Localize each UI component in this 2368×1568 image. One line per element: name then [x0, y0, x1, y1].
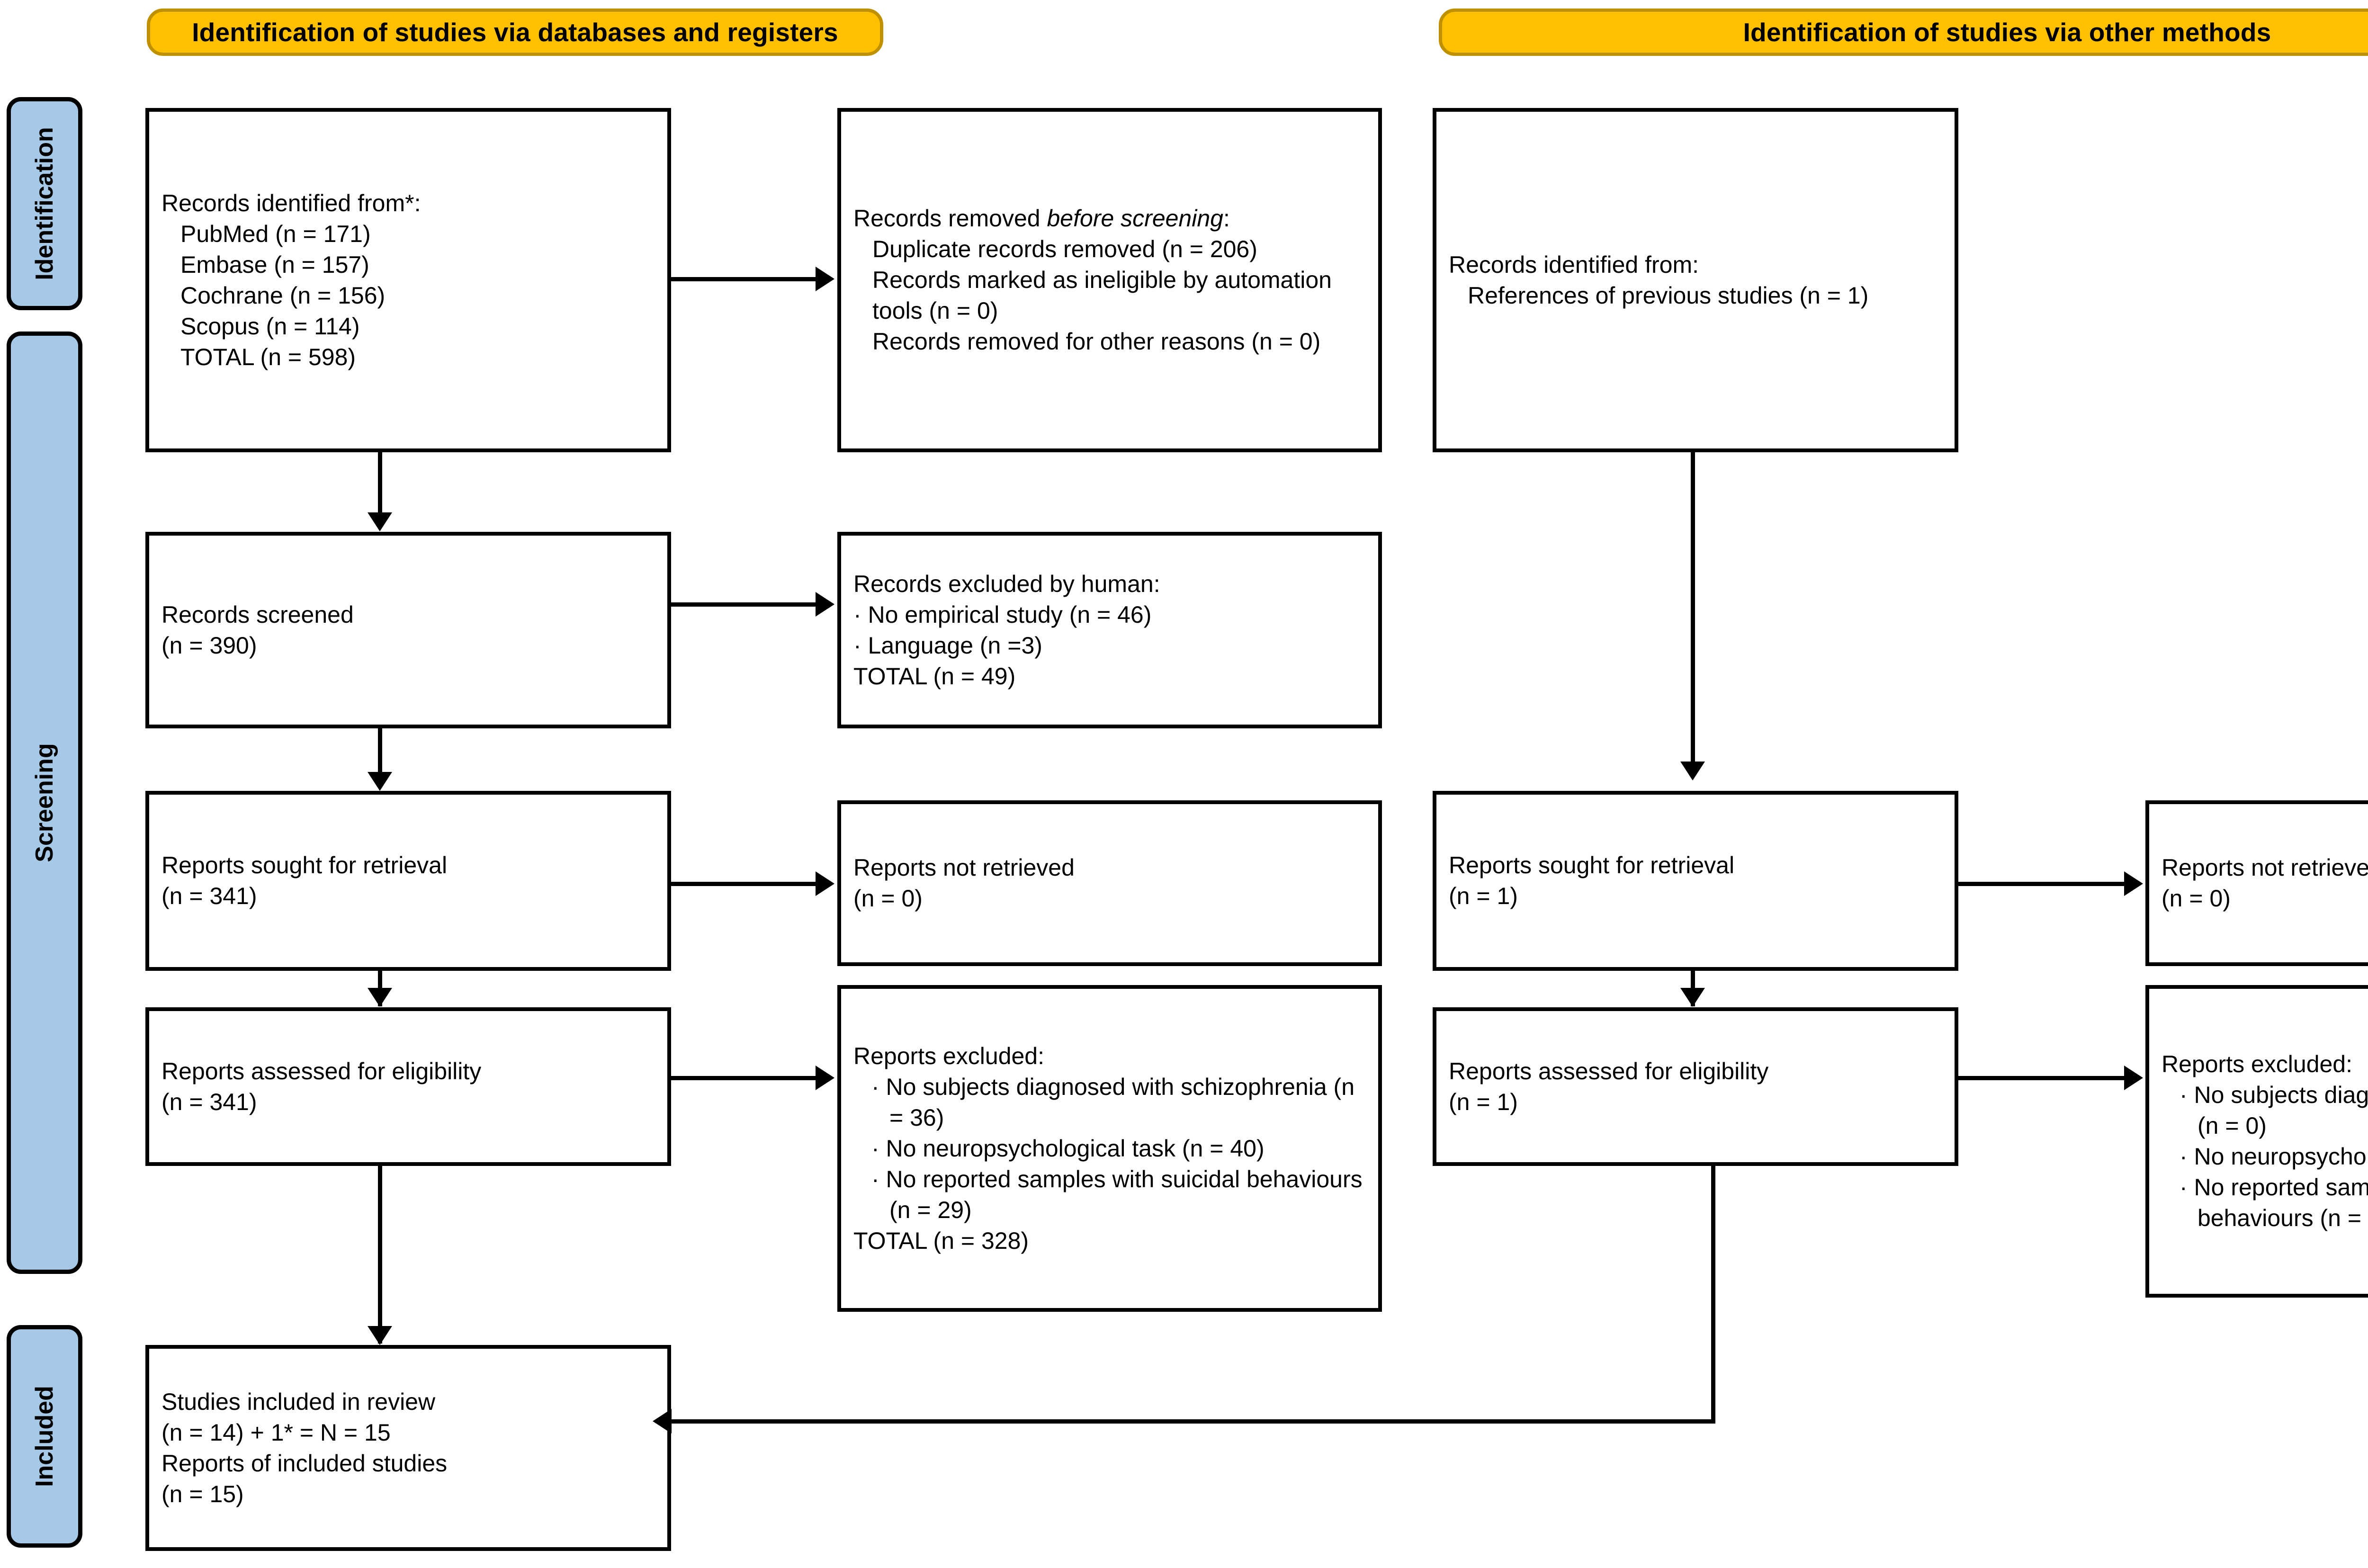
records-removed-item: Records marked as ineligible by automati… [872, 267, 1338, 324]
reports-excluded-left-item: · No neuropsychological task (n = 40) [871, 1135, 1265, 1162]
records-identified-other-heading: Records identified from: [1449, 251, 1699, 278]
reports-assessed-left-line2: (n = 341) [161, 1088, 257, 1115]
arrowhead-sought-to-assessed-right [1680, 988, 1705, 1007]
arrowhead-screened-to-sought [368, 772, 392, 791]
reports-not-retrieved-right-line2: (n = 0) [2162, 885, 2231, 912]
reports-excluded-left-item: · No reported samples with suicidal beha… [871, 1165, 1369, 1223]
records-identified-other-item: References of previous studies (n = 1) [1468, 282, 1869, 309]
connector-identified-other-to-sought [1691, 452, 1695, 767]
connector-assessed-to-included [378, 1166, 382, 1344]
reports-excluded-left-heading: Reports excluded: [853, 1042, 1045, 1069]
records-removed-heading-italic: before screening [1047, 205, 1223, 232]
reports-excluded-right-item: · No reported samples with suicidal beha… [2180, 1174, 2368, 1231]
banner-other-methods: Identification of studies via other meth… [1439, 9, 2368, 56]
records-identified-item: Embase (n = 157) [180, 251, 369, 278]
box-reports-sought-left: Reports sought for retrieval (n = 341) [145, 791, 671, 971]
studies-included-line4: (n = 15) [161, 1480, 244, 1507]
stage-label-screening-text: Screening [31, 743, 58, 862]
arrowhead-screened-to-excluded [816, 592, 834, 617]
stage-label-included: Included [7, 1325, 82, 1548]
box-records-identified-other: Records identified from: References of p… [1433, 108, 1958, 452]
box-reports-excluded-right: Reports excluded: · No subjects diagnose… [2145, 985, 2368, 1298]
records-screened-line2: (n = 390) [161, 632, 257, 659]
connector-sought-to-not-retrieved-left [671, 882, 818, 886]
stage-label-screening: Screening [7, 332, 82, 1274]
stage-label-identification-text: Identification [31, 127, 58, 280]
arrowhead-identified-to-removed [816, 267, 834, 291]
reports-excluded-left-item: · No subjects diagnosed with schizophren… [871, 1073, 1361, 1131]
connector-screened-to-sought [378, 728, 382, 778]
records-removed-item: Records removed for other reasons (n = 0… [872, 328, 1321, 355]
records-removed-heading: Records removed before screening: [853, 203, 1366, 234]
arrowhead-right-assessed-to-included [653, 1409, 672, 1434]
arrowhead-identified-other-to-sought [1680, 762, 1705, 780]
box-reports-excluded-left: Reports excluded: · No subjects diagnose… [837, 985, 1382, 1312]
reports-not-retrieved-right-line1: Reports not retrieved [2162, 854, 2368, 881]
connector-identified-to-screened [378, 452, 382, 519]
reports-sought-right-line1: Reports sought for retrieval [1449, 852, 1735, 878]
records-identified-heading: Records identified from*: [161, 189, 421, 216]
connector-assessed-to-excluded-left [671, 1076, 818, 1080]
records-identified-item: PubMed (n = 171) [180, 220, 371, 247]
connector-assessed-to-excluded-right [1958, 1076, 2126, 1080]
records-removed-heading-part1: Records removed [853, 205, 1047, 232]
box-reports-assessed-left: Reports assessed for eligibility (n = 34… [145, 1007, 671, 1166]
connector-right-assessed-elbow-vertical [1711, 1166, 1715, 1422]
reports-sought-left-line1: Reports sought for retrieval [161, 852, 448, 878]
banner-databases-registers: Identification of studies via databases … [147, 9, 883, 56]
arrowhead-assessed-to-excluded-left [816, 1066, 834, 1090]
records-removed-item: Duplicate records removed (n = 206) [872, 236, 1257, 262]
arrowhead-sought-to-not-retrieved-right [2124, 871, 2143, 896]
arrowhead-identified-to-screened [368, 512, 392, 531]
reports-assessed-right-line1: Reports assessed for eligibility [1449, 1057, 1769, 1084]
reports-not-retrieved-left-line2: (n = 0) [853, 885, 923, 912]
arrowhead-sought-to-assessed-left [368, 988, 392, 1007]
records-identified-item: TOTAL (n = 598) [180, 343, 356, 370]
reports-excluded-left-total: TOTAL (n = 328) [853, 1227, 1029, 1254]
stage-label-included-text: Included [31, 1386, 58, 1487]
reports-excluded-right-heading: Reports excluded: [2162, 1051, 2353, 1077]
box-reports-sought-right: Reports sought for retrieval (n = 1) [1433, 791, 1958, 971]
connector-identified-to-removed [671, 277, 818, 281]
box-records-identified-databases: Records identified from*: PubMed (n = 17… [145, 108, 671, 452]
connector-sought-to-not-retrieved-right [1958, 882, 2126, 886]
reports-sought-right-line2: (n = 1) [1449, 883, 1518, 909]
studies-included-line1: Studies included in review [161, 1388, 436, 1415]
box-records-removed-before-screening: Records removed before screening: Duplic… [837, 108, 1382, 452]
records-screened-line1: Records screened [161, 601, 354, 628]
records-excluded-heading: Records excluded by human: [853, 570, 1160, 597]
records-excluded-item: · Language (n =3) [853, 632, 1042, 659]
box-reports-not-retrieved-left: Reports not retrieved (n = 0) [837, 800, 1382, 966]
records-excluded-total: TOTAL (n = 49) [853, 663, 1016, 690]
reports-assessed-left-line1: Reports assessed for eligibility [161, 1057, 482, 1084]
box-records-excluded-human: Records excluded by human: · No empirica… [837, 532, 1382, 728]
stage-label-identification: Identification [7, 97, 82, 310]
records-excluded-item: · No empirical study (n = 46) [853, 601, 1152, 628]
records-identified-item: Cochrane (n = 156) [180, 282, 386, 309]
studies-included-line2: (n = 14) + 1* = N = 15 [161, 1419, 391, 1446]
arrowhead-sought-to-not-retrieved-left [816, 871, 834, 896]
records-identified-item: Scopus (n = 114) [180, 313, 360, 340]
reports-not-retrieved-left-line1: Reports not retrieved [853, 854, 1075, 881]
box-records-screened: Records screened (n = 390) [145, 532, 671, 728]
reports-excluded-right-item: · No subjects diagnosed with schizophren… [2180, 1082, 2368, 1139]
studies-included-line3: Reports of included studies [161, 1450, 448, 1477]
connector-right-assessed-elbow-horizontal [672, 1419, 1715, 1424]
reports-excluded-right-item: · No neuropsychological task (n = 0) [2180, 1143, 2368, 1170]
reports-assessed-right-line2: (n = 1) [1449, 1088, 1518, 1115]
reports-sought-left-line2: (n = 341) [161, 883, 257, 909]
box-studies-included: Studies included in review (n = 14) + 1*… [145, 1345, 671, 1551]
arrowhead-assessed-to-included [368, 1326, 392, 1345]
box-reports-not-retrieved-right: Reports not retrieved (n = 0) [2145, 800, 2368, 966]
arrowhead-assessed-to-excluded-right [2124, 1066, 2143, 1090]
connector-screened-to-excluded [671, 602, 818, 607]
records-removed-heading-colon: : [1223, 205, 1230, 232]
box-reports-assessed-right: Reports assessed for eligibility (n = 1) [1433, 1007, 1958, 1166]
